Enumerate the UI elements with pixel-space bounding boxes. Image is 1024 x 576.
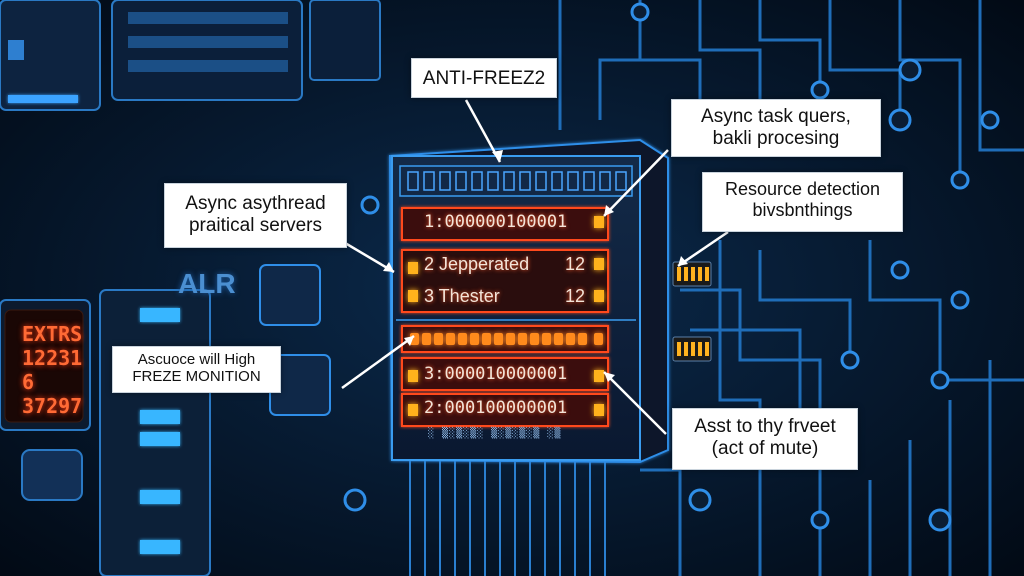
board-label-alr: ALR (178, 268, 236, 299)
callout-text: (act of mute) (711, 437, 819, 459)
callout-text: Resource detection (724, 179, 881, 199)
circuit-vias (343, 2, 1000, 532)
side-display-panel (4, 309, 84, 423)
chip-row-value: 12 (565, 254, 586, 274)
chip-leds (408, 216, 604, 416)
chip-row-label: 1:000000100001 (424, 212, 568, 232)
callout-assist: Asst to thy frveet (act of mute) (672, 408, 858, 470)
callout-text: ANTI-FREEZ2 (422, 68, 546, 89)
chip-row-label: 2:000100000001 (424, 398, 568, 418)
callout-text: Async asythread (185, 193, 326, 214)
callout-text: Asst to thy frveet (694, 416, 836, 437)
chip-row-value: 12 (565, 286, 586, 306)
callout-text: bakli procesing (712, 127, 840, 149)
callout-resource-detection: Resource detection bivsbnthings (702, 172, 903, 232)
side-display-line: 37297 (22, 394, 83, 418)
side-display-line: 6 (22, 370, 35, 394)
callout-text: praitical servers (188, 214, 323, 236)
chip-row-label: 3:000010000001 (424, 364, 568, 384)
chip-row-label: 2 Jepperated (424, 254, 530, 274)
chip-row-label: 3 Thester (424, 286, 500, 306)
callout-text: Async task quers, (701, 106, 851, 127)
callout-async-queue: Async task quers, bakli procesing (671, 99, 881, 157)
pin-connector-dots (677, 267, 709, 356)
side-display-line: 12231 (22, 346, 83, 370)
callout-freeze-monitor: Ascuoce will High FREZE MONITION (112, 346, 281, 393)
server-rack-top-left (0, 0, 381, 111)
callout-text: Ascuoce will High (137, 351, 256, 368)
callout-arrows (339, 99, 729, 435)
chip-leads (409, 460, 606, 576)
chip-footer-marking: ░ ▒░▒░▒░ ▒░▒░▒░▒ ░▒ (428, 428, 562, 439)
led-strip (410, 333, 603, 345)
circuit-traces-right (558, 0, 1024, 576)
callout-title: ANTI-FREEZ2 (411, 58, 557, 98)
callout-text: FREZE MONITION (132, 368, 261, 386)
side-display-line: EXTRS (22, 322, 83, 346)
callout-text: bivsbnthings (752, 199, 853, 220)
callout-arrowheads (383, 150, 688, 382)
side-display-readout: EXTRS 12231 6 37297 (22, 322, 82, 418)
callout-async-thread: Async asythread praitical servers (164, 183, 347, 248)
